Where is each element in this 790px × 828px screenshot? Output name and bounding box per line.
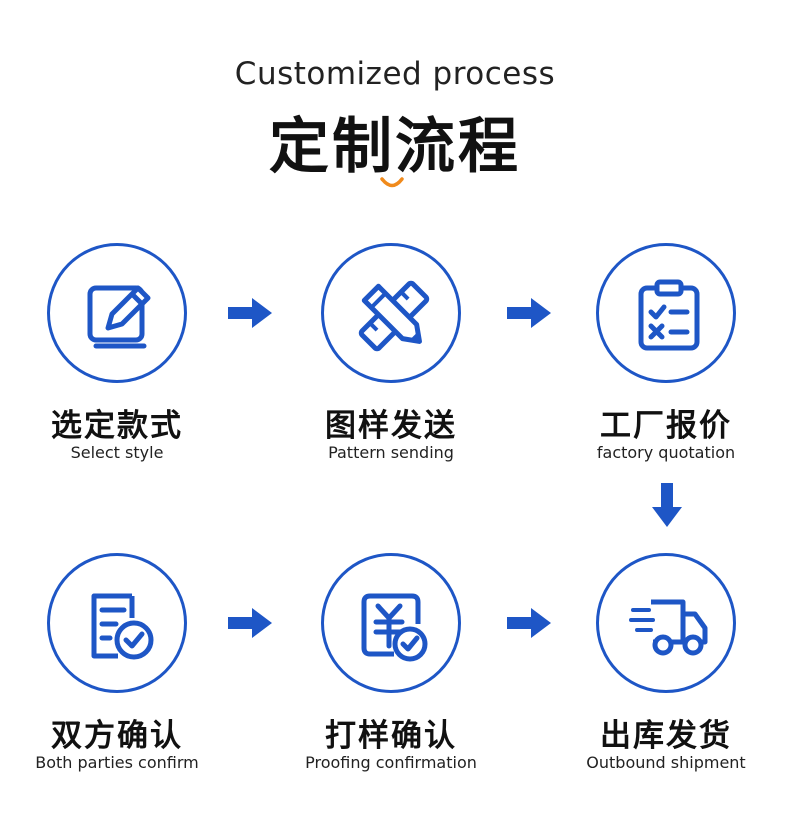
title-english: Customized process — [234, 56, 556, 92]
step-title: 图样发送 — [325, 408, 457, 444]
step-circle — [47, 243, 187, 383]
step-subtitle: Outbound shipment — [586, 753, 746, 772]
step-circle — [321, 553, 461, 693]
step-subtitle: Pattern sending — [328, 443, 454, 462]
step-title: 选定款式 — [51, 408, 183, 444]
step-circle — [596, 553, 736, 693]
yen-document-check-icon — [361, 593, 428, 662]
edit-pencil-icon — [87, 285, 151, 349]
step-title: 工厂报价 — [600, 408, 732, 444]
step-subtitle: Both parties confirm — [35, 753, 199, 772]
arrow-right-icon — [228, 298, 272, 328]
step-circle — [321, 243, 461, 383]
document-check-icon — [91, 593, 154, 660]
arrow-right-icon — [228, 608, 272, 638]
step-subtitle: Select style — [70, 443, 164, 462]
arrow-right-icon — [507, 298, 551, 328]
pencil-ruler-icon — [358, 280, 430, 352]
arrow-down-icon — [652, 483, 682, 527]
step-title: 打样确认 — [325, 718, 457, 754]
step-subtitle: factory quotation — [596, 443, 736, 462]
title-chinese: 定制流程 — [269, 112, 521, 182]
step-title: 出库发货 — [600, 718, 732, 754]
step-circle — [596, 243, 736, 383]
title-accent-mark — [380, 177, 404, 188]
step-circle — [47, 553, 187, 693]
clipboard-checklist-icon — [638, 279, 700, 351]
step-title: 双方确认 — [51, 718, 183, 754]
arrow-right-icon — [507, 608, 551, 638]
step-subtitle: Proofing confirmation — [305, 753, 477, 772]
delivery-truck-icon — [629, 599, 708, 656]
